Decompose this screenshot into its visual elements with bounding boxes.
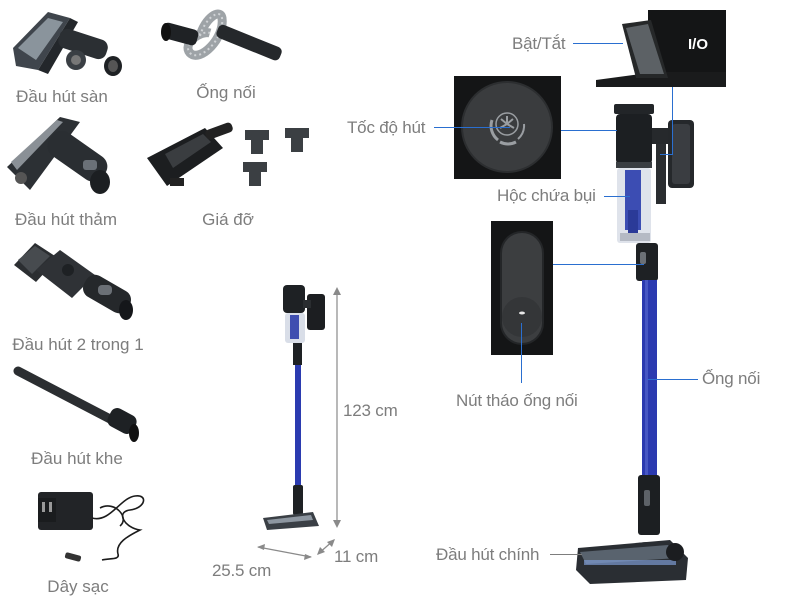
- tube-callout-label: Ống nối: [702, 369, 761, 388]
- depth-arrow: [317, 539, 335, 555]
- tube-release-callout-label: Nút tháo ống nối: [456, 391, 578, 410]
- crevice-tool-label: Đầu hút khe: [31, 449, 123, 468]
- height-dimension: 123 cm: [343, 401, 398, 420]
- charger-label: Dây sạc: [47, 577, 109, 596]
- width-dimension: 25.5 cm: [212, 561, 272, 580]
- power-switch-io-text: I/O: [688, 36, 709, 53]
- main-head-callout-line: [550, 554, 582, 556]
- suction-inset-connector: [561, 130, 617, 132]
- height-arrow: [333, 287, 341, 528]
- extension-hose-image: [161, 9, 282, 61]
- wall-mount-image: [147, 122, 309, 186]
- suction-speed-callout-label: Tốc độ hút: [347, 118, 426, 137]
- vacuum-dimensions-image: [263, 285, 325, 530]
- tube-release-connector: [553, 264, 644, 266]
- power-callout-label: Bật/Tắt: [512, 34, 566, 53]
- crevice-tool-image: [13, 366, 139, 442]
- floor-head-label: Đầu hút sàn: [16, 87, 108, 106]
- two-in-one-head-label: Đầu hút 2 trong 1: [12, 335, 144, 354]
- wall-mount-label: Giá đỡ: [202, 210, 254, 229]
- main-vacuum-image: [576, 104, 694, 584]
- suction-callout-line: [434, 127, 510, 129]
- power-callout-connector-h: [660, 154, 673, 156]
- power-callout-line: [573, 43, 623, 45]
- carpet-head-image: [7, 117, 110, 194]
- width-arrow: [257, 544, 312, 560]
- floor-head-image: [13, 12, 122, 76]
- charger-image: [38, 492, 145, 562]
- dustbin-callout-line: [604, 196, 630, 198]
- two-in-one-head-image: [14, 243, 133, 320]
- carpet-head-label: Đầu hút thảm: [14, 210, 118, 229]
- depth-dimension: 11 cm: [334, 547, 379, 566]
- extension-hose-label: Ống nối: [196, 83, 256, 102]
- power-callout-connector-v: [672, 87, 674, 155]
- power-switch-inset: [596, 10, 726, 87]
- main-head-callout-label: Đầu hút chính: [436, 545, 540, 564]
- tube-callout-line: [648, 379, 698, 381]
- dust-bin-callout-label: Hộc chứa bụi: [497, 186, 596, 205]
- tube-release-callout-line: [521, 323, 523, 383]
